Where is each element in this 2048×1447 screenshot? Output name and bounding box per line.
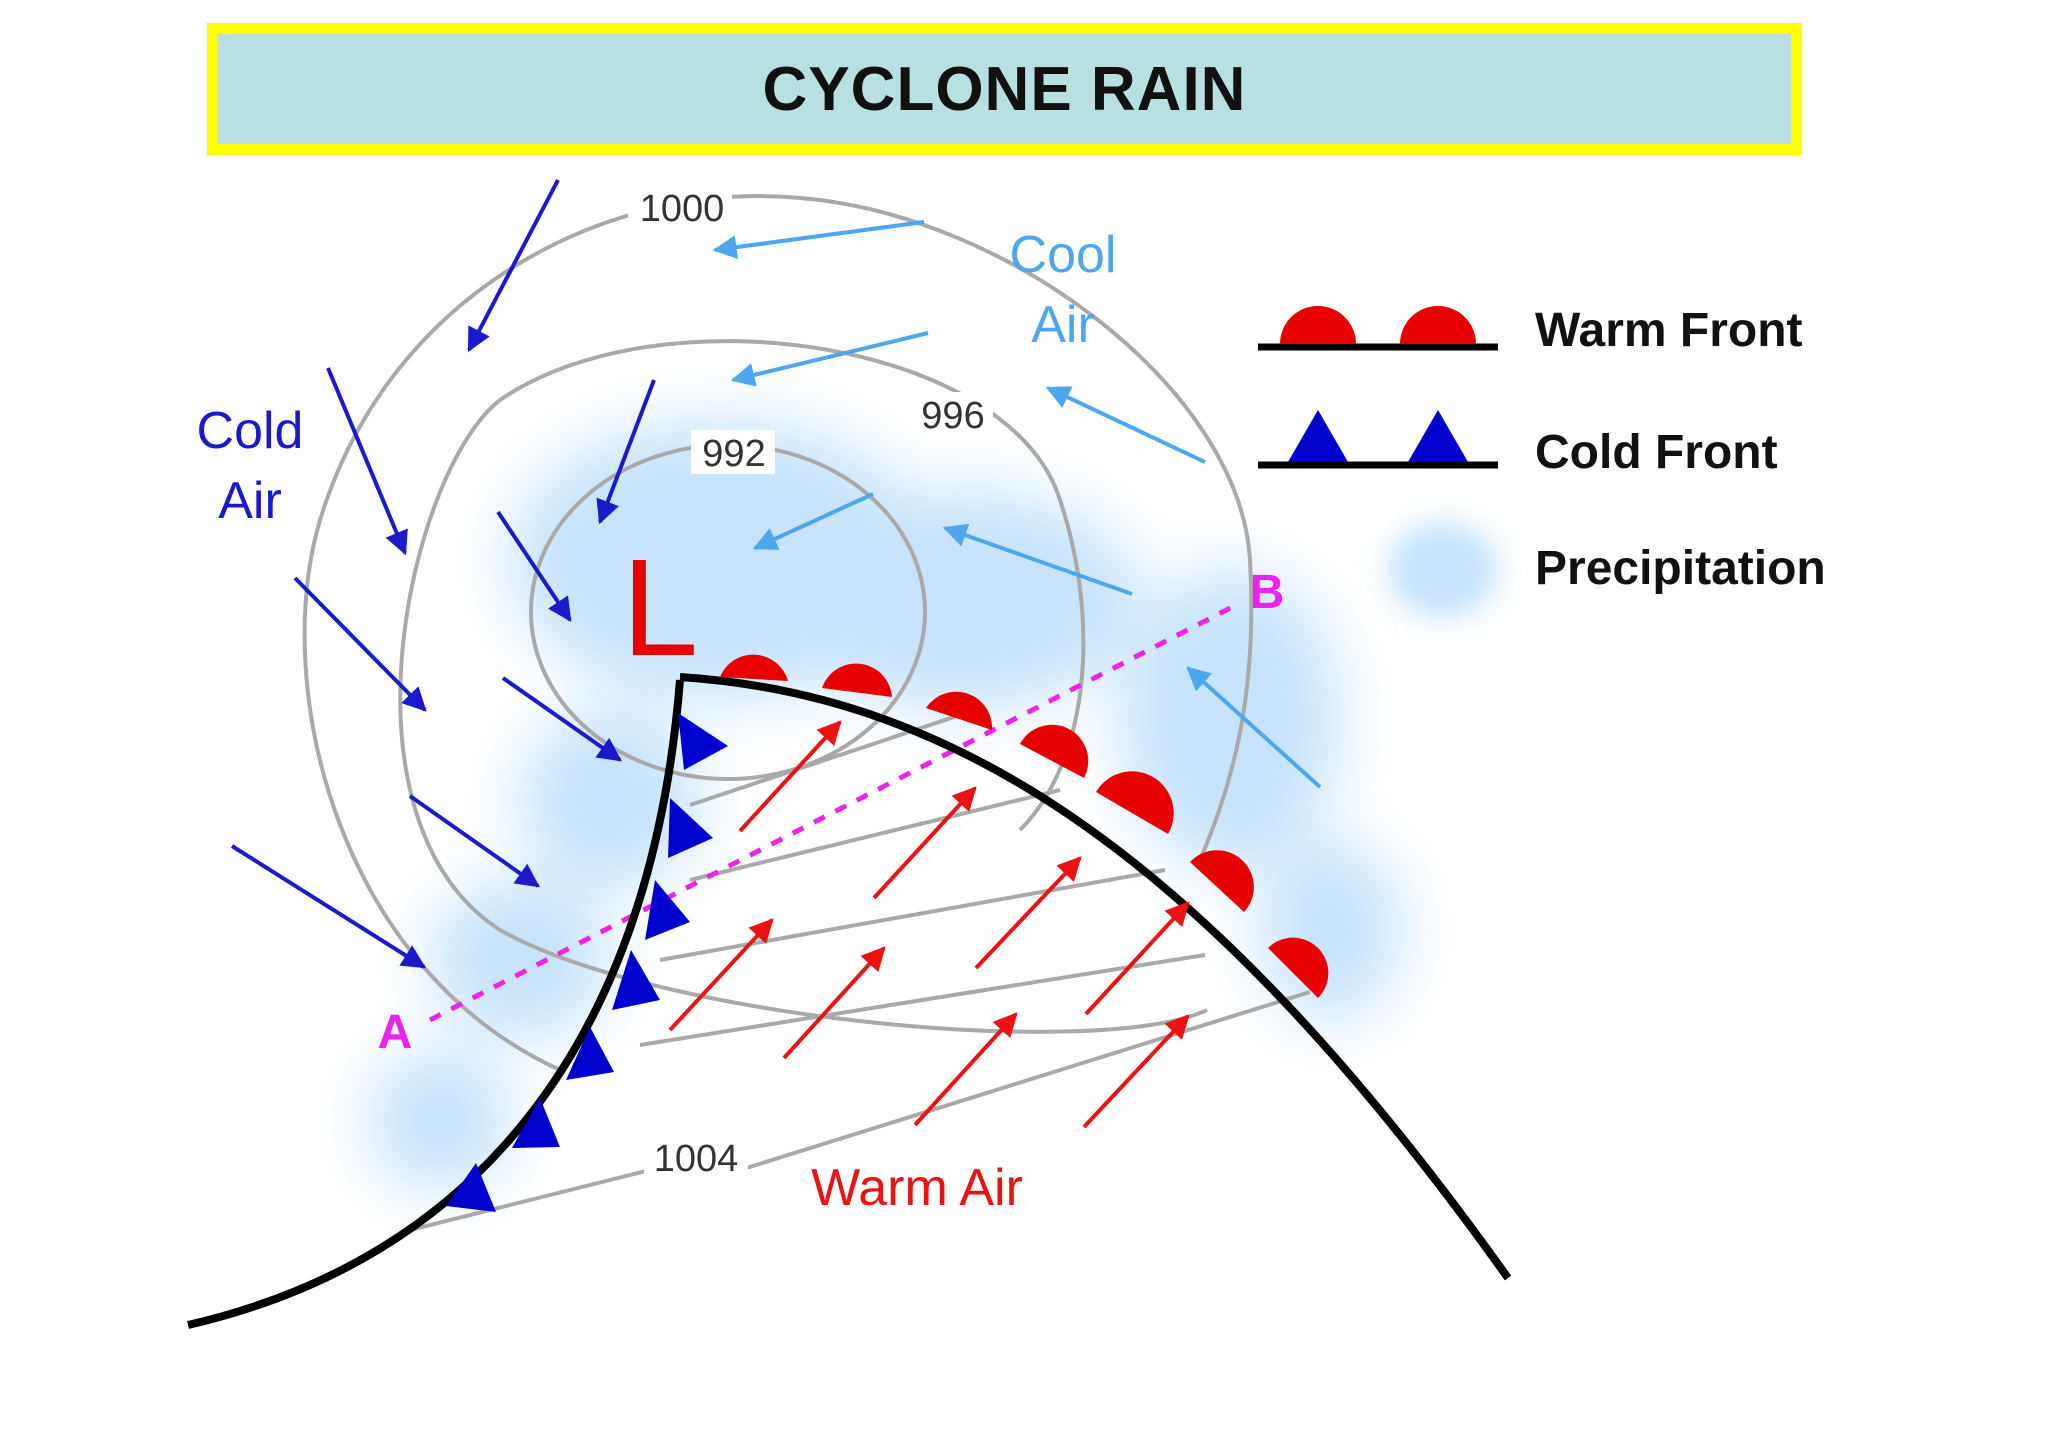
- page-title: CYCLONE RAIN: [762, 54, 1247, 124]
- warm-air-arrows: [668, 720, 1190, 1129]
- legend-warm-front-symbol: [1258, 306, 1498, 351]
- cold-front: [187, 679, 728, 1329]
- cold-air-arrows: [230, 179, 656, 969]
- cool-air-arrows: [712, 220, 1322, 789]
- isobar-996: [398, 339, 1208, 1034]
- cross-section-label-b: B: [1250, 566, 1285, 619]
- isobar-label-996: 996: [921, 395, 984, 437]
- low-pressure-symbol: L: [622, 531, 699, 685]
- legend-cold-front-label: Cold Front: [1535, 426, 1778, 479]
- cold-air-label-line1: Cold: [197, 402, 304, 460]
- cool-air-label-line1: Cool: [1010, 226, 1117, 284]
- isobar-labels: 1000 996 992 1004: [628, 185, 993, 1182]
- cross-section-line: [428, 600, 1242, 1023]
- isobar-label-992: 992: [702, 433, 765, 475]
- legend-precipitation-label: Precipitation: [1535, 542, 1826, 595]
- legend-warm-front-label: Warm Front: [1535, 304, 1803, 357]
- isobar-label-1000: 1000: [640, 188, 725, 230]
- cool-air-label-line2: Air: [1031, 296, 1095, 354]
- cold-air-label-line2: Air: [218, 472, 282, 530]
- title-banner: CYCLONE RAIN: [207, 23, 1802, 155]
- air-mass-labels: Cold Air Cool Air Warm Air: [197, 226, 1117, 1217]
- isobar-label-1004: 1004: [654, 1138, 739, 1180]
- legend: Warm Front Cold Front Precipitation: [1258, 304, 1826, 618]
- legend-cold-front-symbol: [1258, 410, 1498, 469]
- cross-section-label-a: A: [378, 1006, 413, 1059]
- warm-front: [679, 654, 1512, 1281]
- warm-air-label: Warm Air: [811, 1159, 1023, 1217]
- isobar-1004-lines: [409, 713, 1311, 1232]
- legend-precipitation-symbol: [1388, 522, 1498, 618]
